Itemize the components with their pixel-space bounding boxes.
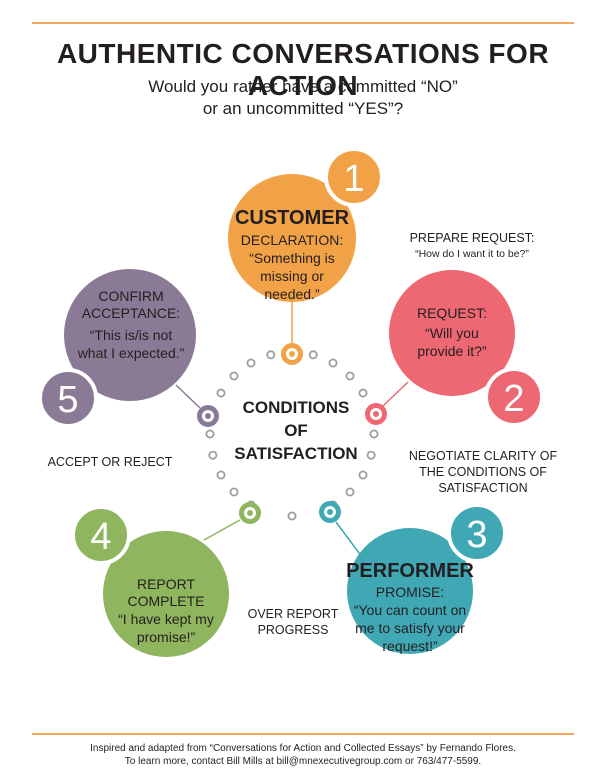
performer-quote-2: me to satisfy your <box>355 620 465 636</box>
ring-dot <box>266 350 276 360</box>
footer-line-1: Inspired and adapted from “Conversations… <box>90 743 516 754</box>
performer-label: PROMISE: <box>375 584 445 600</box>
accept-reject-label: ACCEPT OR REJECT <box>47 455 173 469</box>
customer-quote-3: needed.” <box>264 286 320 302</box>
prepare-request-label: PREPARE REQUEST: <box>409 231 535 245</box>
ring-dot <box>229 487 239 497</box>
customer-heading: CUSTOMER <box>234 207 350 229</box>
connector-accept <box>175 384 201 409</box>
subtitle-line-2: or an uncommitted “YES”? <box>202 99 404 118</box>
request-quote-1: “Will you <box>425 325 479 341</box>
ring-dot <box>328 358 338 368</box>
footer-line-2: To learn more, contact Bill Mills at bil… <box>124 756 482 767</box>
badge-3 <box>447 503 507 563</box>
badge-4 <box>71 505 131 565</box>
badge-5 <box>38 368 98 428</box>
badge-2-number: 2 <box>503 378 524 420</box>
request-quote-2: provide it?” <box>417 343 487 359</box>
ring-dot <box>216 388 226 398</box>
subtitle-line-1: Would you rather have a committed “NO” <box>148 77 458 96</box>
ring-dot <box>246 358 256 368</box>
over-report-line-1: OVER REPORT <box>247 607 339 621</box>
ring-dot <box>216 470 226 480</box>
connector-request <box>382 381 409 407</box>
ring-dot <box>358 388 368 398</box>
ring-dot <box>366 450 376 460</box>
accept-quote-2: what I expected.” <box>77 345 185 361</box>
performer-circle <box>347 528 473 654</box>
ring-dot <box>229 371 239 381</box>
customer-quote-1: “Something is <box>249 250 335 266</box>
accept-label-1: CONFIRM <box>98 288 164 304</box>
accept-reject-note: ACCEPT OR REJECT <box>40 454 180 470</box>
node-customer <box>281 343 303 365</box>
ring-dot <box>358 470 368 480</box>
bottom-rule <box>32 733 574 735</box>
accept-circle <box>64 269 196 401</box>
page-title: AUTHENTIC CONVERSATIONS FOR ACTION <box>56 38 550 101</box>
report-circle <box>103 531 229 657</box>
ring-dot <box>205 429 215 439</box>
ring-dot <box>369 429 379 439</box>
performer-text: PERFORMER PROMISE: “You can count on me … <box>345 560 475 655</box>
badge-1-number: 1 <box>343 158 364 200</box>
node-report <box>239 502 261 524</box>
badge-1 <box>324 147 384 207</box>
performer-quote-1: “You can count on <box>353 602 467 618</box>
footer: Inspired and adapted from “Conversations… <box>0 742 606 768</box>
connector-performer <box>335 521 363 558</box>
customer-label: DECLARATION: <box>240 232 344 248</box>
center-line-3: SATISFACTION <box>234 444 358 463</box>
request-label: REQUEST: <box>416 305 487 321</box>
badge-5-number: 5 <box>57 379 78 421</box>
negotiate-line-3: SATISFACTION <box>438 481 528 495</box>
ring-dot <box>208 450 218 460</box>
customer-quote-2: missing or <box>260 268 324 284</box>
node-accept <box>197 405 219 427</box>
customer-text: CUSTOMER DECLARATION: “Something is miss… <box>228 207 356 303</box>
prepare-request-quote: “How do I want it to be?” <box>415 248 529 260</box>
top-rule <box>32 22 574 24</box>
request-circle <box>389 270 515 396</box>
report-quote-2: promise!” <box>136 629 196 645</box>
prepare-request-note: PREPARE REQUEST: “How do I want it to be… <box>392 230 552 262</box>
negotiate-note: NEGOTIATE CLARITY OF THE CONDITIONS OF S… <box>400 448 566 496</box>
ring-dot <box>345 371 355 381</box>
ring-dot <box>287 511 297 521</box>
accept-quote-1: “This is/is not <box>89 327 173 343</box>
customer-circle <box>228 174 356 302</box>
performer-heading: PERFORMER <box>346 560 474 582</box>
connector-report <box>203 519 241 541</box>
center-line-2: OF <box>284 421 308 440</box>
negotiate-line-2: THE CONDITIONS OF <box>419 465 547 479</box>
ring-dots <box>205 350 379 521</box>
accept-label-2: ACCEPTANCE: <box>81 305 181 321</box>
report-text: REPORT COMPLETE “I have kept my promise!… <box>98 576 234 646</box>
performer-quote-3: request!” <box>382 638 438 654</box>
ring-dot <box>345 487 355 497</box>
center-label: CONDITIONS OF SATISFACTION <box>222 396 370 465</box>
badge-2 <box>484 367 544 427</box>
badge-3-number: 3 <box>466 514 487 556</box>
request-text: REQUEST: “Will you provide it?” <box>392 305 512 360</box>
ring-dot <box>308 350 318 360</box>
center-line-1: CONDITIONS <box>242 398 350 417</box>
node-performer <box>319 501 341 523</box>
page-subtitle: Would you rather have a committed “NO” o… <box>0 76 606 120</box>
negotiate-line-1: NEGOTIATE CLARITY OF <box>408 449 558 463</box>
badge-4-number: 4 <box>90 516 111 558</box>
over-report-line-2: PROGRESS <box>257 623 329 637</box>
accept-text: CONFIRM ACCEPTANCE: “This is/is not what… <box>66 288 196 362</box>
report-label: REPORT COMPLETE <box>127 576 205 609</box>
report-quote-1: “I have kept my <box>118 611 214 627</box>
node-request <box>365 403 387 425</box>
over-report-note: OVER REPORT PROGRESS <box>238 606 348 638</box>
